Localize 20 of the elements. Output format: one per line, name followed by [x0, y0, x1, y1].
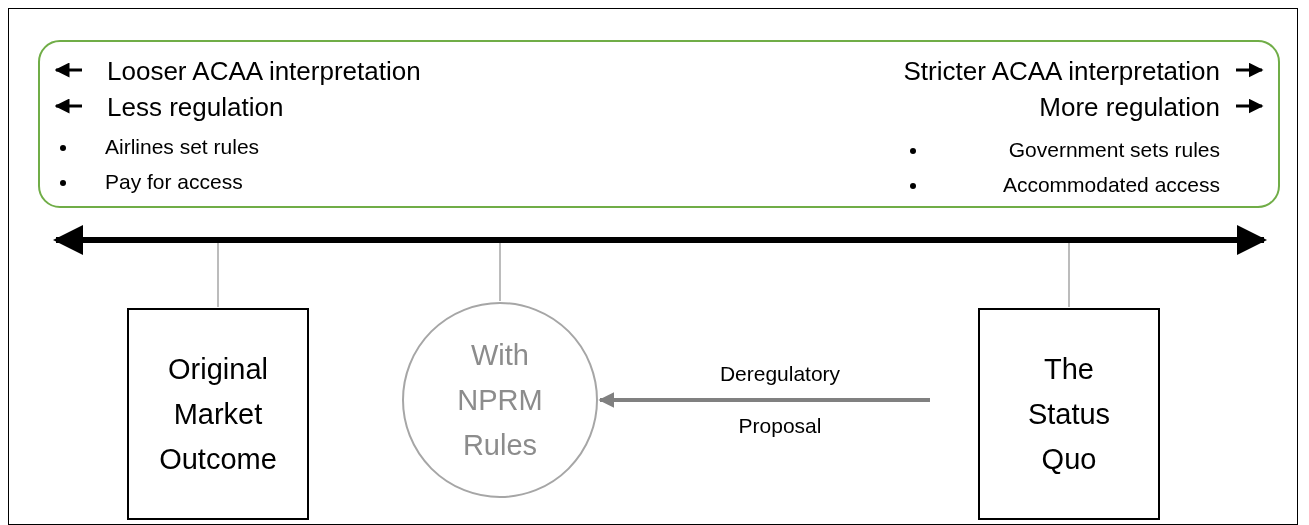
arrow	[598, 392, 930, 408]
heading-text: Stricter ACAA interpretation	[903, 56, 1220, 87]
heading-text: More regulation	[1039, 92, 1220, 123]
edge-label: Deregulatory Proposal	[718, 361, 842, 439]
list-item: Accommodated access	[1002, 173, 1220, 197]
heading-text: Less regulation	[107, 92, 284, 123]
node-text: Original Market Outcome	[158, 351, 278, 477]
leader-line	[499, 242, 501, 302]
node-text: The Status Quo	[1026, 351, 1112, 477]
outcome-box	[127, 308, 309, 520]
list-item: Government sets rules	[1008, 138, 1220, 162]
circle-node	[402, 302, 598, 498]
node-text: With NPRM Rules	[456, 337, 544, 463]
spectrum-panel	[38, 40, 1280, 208]
leader-line	[217, 242, 219, 308]
heading-text: Looser ACAA interpretation	[107, 56, 421, 87]
leader-line	[1068, 242, 1070, 308]
list-item: Airlines set rules	[105, 135, 260, 159]
outcome-box	[978, 308, 1160, 520]
list-item: Pay for access	[105, 170, 243, 194]
